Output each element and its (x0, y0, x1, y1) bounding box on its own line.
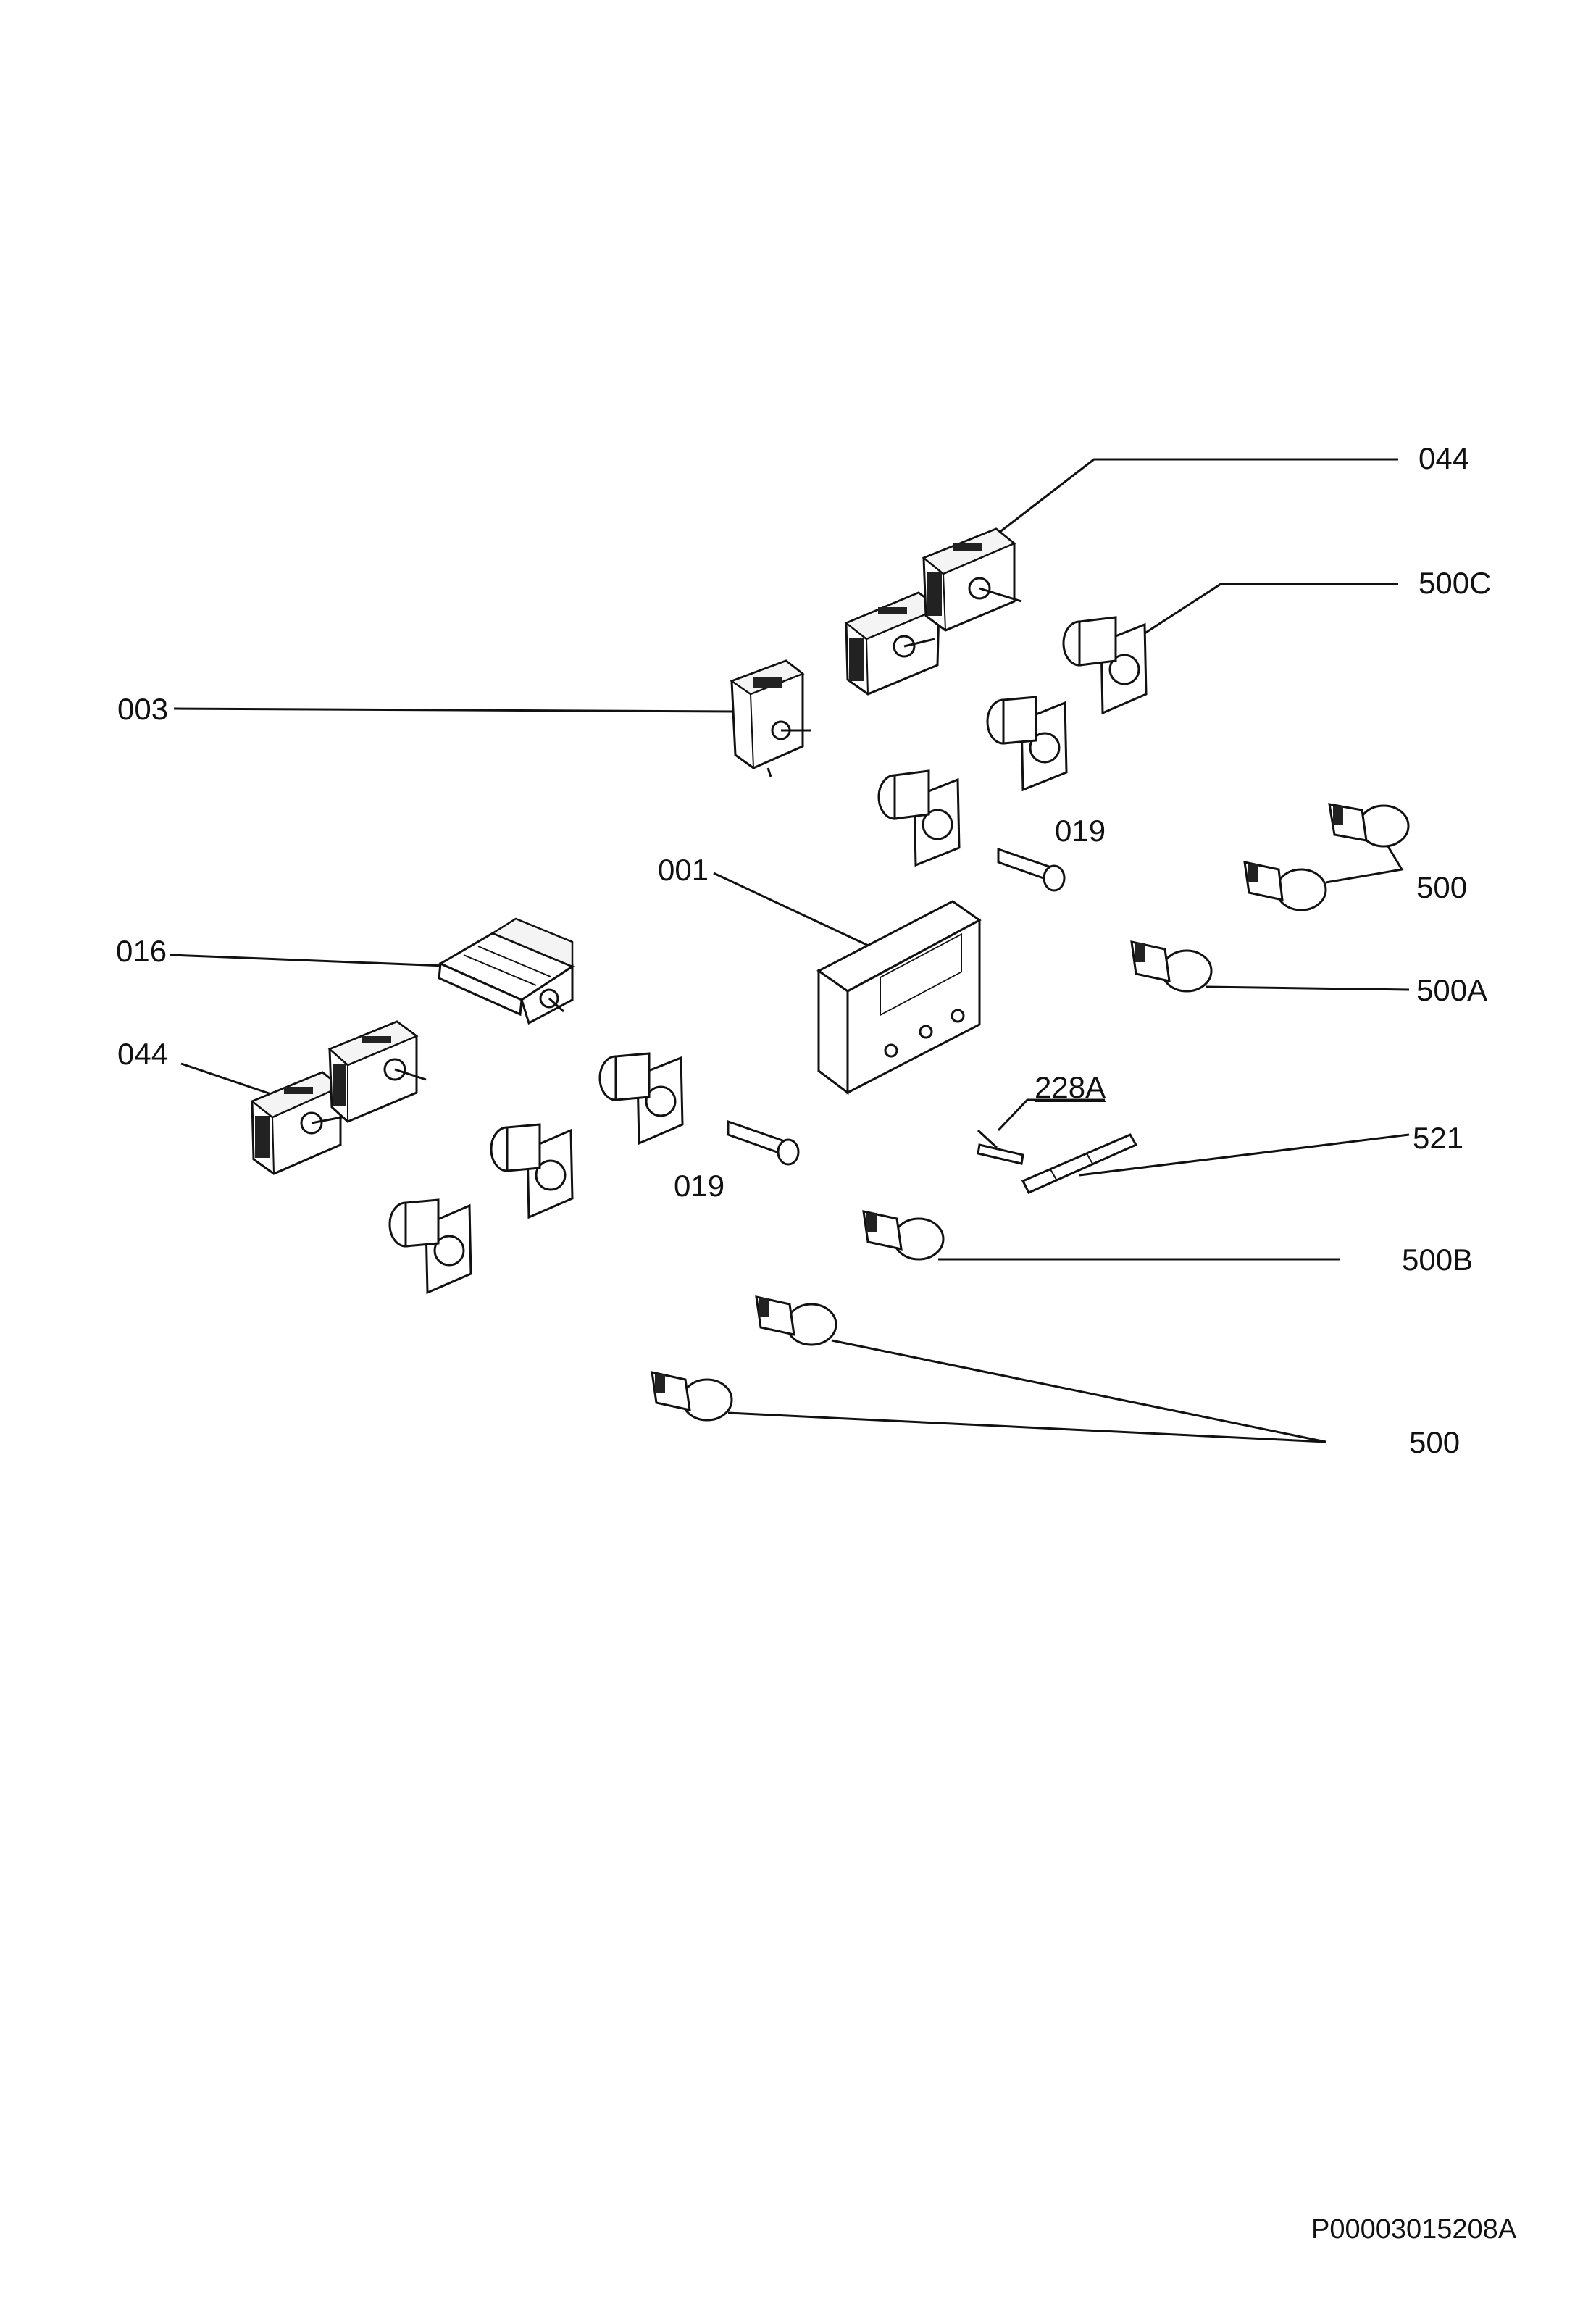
lamp-holder-left-2 (490, 1123, 574, 1219)
label-019-right: 019 (1055, 814, 1106, 848)
lamp-holder-500c (1062, 616, 1148, 715)
leader-500c (1115, 583, 1398, 654)
leader-500-bottom-a (831, 1339, 1326, 1443)
lamp-holder-3 (877, 769, 961, 867)
lamp-019-left (727, 1119, 800, 1166)
regulator-044-top-a (844, 591, 941, 696)
leader-016 (170, 954, 464, 968)
leader-521 (1079, 1133, 1410, 1177)
knob-500-bottom-b (651, 1371, 733, 1422)
lamp-holder-left-1 (598, 1052, 684, 1146)
regulator-044-left-b (327, 1020, 427, 1123)
label-001: 001 (658, 853, 709, 887)
label-500-right: 500 (1416, 870, 1468, 904)
reference-code: P00003015208A (1311, 2214, 1517, 2245)
leader-228a (997, 1098, 1029, 1132)
label-521: 521 (1413, 1121, 1464, 1155)
lamp-019-right (997, 847, 1066, 892)
label-044-top: 044 (1419, 441, 1470, 475)
leader-003 (173, 707, 736, 713)
leader-001 (713, 872, 874, 949)
label-003: 003 (117, 692, 169, 726)
label-019-left: 019 (674, 1169, 725, 1203)
label-500-bottom: 500 (1409, 1425, 1461, 1459)
leader-500-bottom-b (727, 1411, 1326, 1443)
label-500b: 500B (1402, 1243, 1474, 1277)
regulator-044-top-b (922, 527, 1022, 632)
label-228a: 228A (1035, 1070, 1106, 1104)
lamp-holder-2 (986, 696, 1068, 792)
leader-lines (170, 458, 1410, 1443)
part-228a (977, 1129, 1024, 1165)
label-500c: 500C (1419, 566, 1492, 600)
leader-500a (1206, 985, 1410, 991)
label-044-left: 044 (117, 1037, 169, 1071)
lamp-holder-left-3 (388, 1198, 472, 1295)
label-500a: 500A (1416, 973, 1488, 1007)
knob-500b (862, 1210, 945, 1261)
leader-044-left (180, 1062, 276, 1097)
knob-500a (1130, 940, 1213, 993)
label-016: 016 (116, 934, 167, 968)
strip-521 (1021, 1133, 1138, 1194)
regulator-044-left-a (250, 1071, 350, 1175)
knob-500-right-b (1243, 861, 1327, 911)
switch-003 (730, 659, 811, 777)
knob-500-right-a (1328, 803, 1410, 848)
selector-switch-016 (438, 917, 575, 1025)
leader-044-top (992, 458, 1398, 539)
timer-001 (816, 900, 982, 1095)
knob-500-bottom-a (755, 1295, 837, 1346)
